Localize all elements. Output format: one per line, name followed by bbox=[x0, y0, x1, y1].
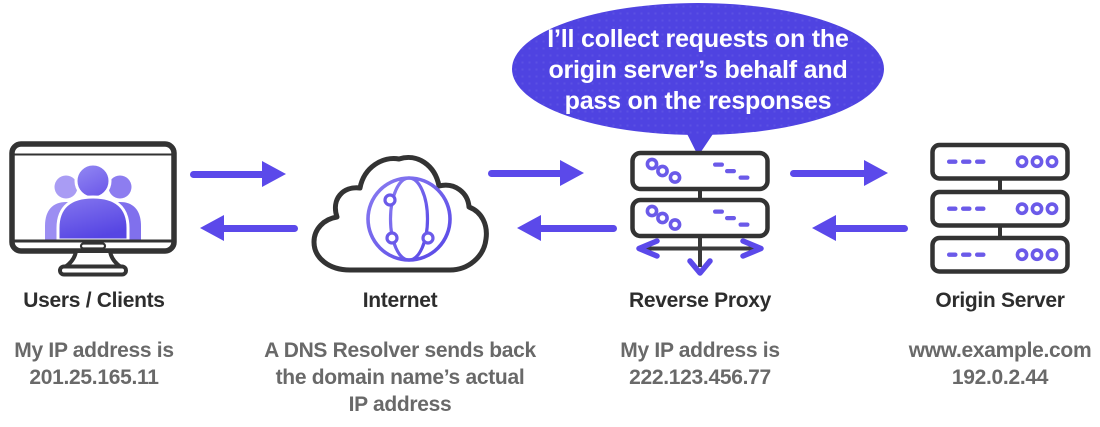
arrow-internet-to-proxy bbox=[488, 160, 584, 186]
proxy-servers-icon bbox=[630, 150, 770, 276]
server-stack-icon bbox=[930, 142, 1070, 274]
node-caption-internet: A DNS Resolver sends back the domain nam… bbox=[264, 339, 536, 416]
arrow-head bbox=[517, 215, 541, 241]
arrow-proxy-to-origin bbox=[790, 160, 888, 186]
arrow-shaft bbox=[829, 224, 908, 232]
arrow-shaft bbox=[488, 169, 567, 177]
monitor-users-icon bbox=[9, 141, 177, 277]
speech-bubble: I’ll collect requests on the origin serv… bbox=[512, 3, 884, 135]
arrow-origin-to-proxy bbox=[812, 215, 908, 241]
node-label-reverse-proxy: Reverse Proxy bbox=[628, 289, 772, 312]
node-caption-origin-server: www.example.com 192.0.2.44 bbox=[908, 339, 1092, 389]
arrow-head bbox=[200, 215, 224, 241]
speech-bubble-text: I’ll collect requests on the origin serv… bbox=[547, 24, 849, 115]
node-label-users: Users / Clients bbox=[23, 289, 165, 312]
arrow-shaft bbox=[190, 170, 269, 178]
arrow-users-to-internet bbox=[190, 161, 286, 187]
arrow-head bbox=[560, 160, 584, 186]
node-label-origin-server: Origin Server bbox=[935, 289, 1065, 312]
arrow-head bbox=[812, 215, 836, 241]
arrow-proxy-to-internet bbox=[517, 215, 617, 241]
node-caption-reverse-proxy: My IP address is 222.123.456.77 bbox=[620, 339, 780, 389]
cloud-globe-icon bbox=[311, 155, 489, 273]
arrow-shaft bbox=[790, 169, 871, 177]
arrow-internet-to-users bbox=[200, 215, 298, 241]
arrow-head bbox=[262, 161, 286, 187]
node-label-internet: Internet bbox=[362, 289, 438, 312]
node-caption-users: My IP address is 201.25.165.11 bbox=[14, 339, 174, 389]
arrow-head bbox=[864, 160, 888, 186]
arrow-shaft bbox=[534, 224, 617, 232]
arrow-shaft bbox=[217, 224, 298, 232]
